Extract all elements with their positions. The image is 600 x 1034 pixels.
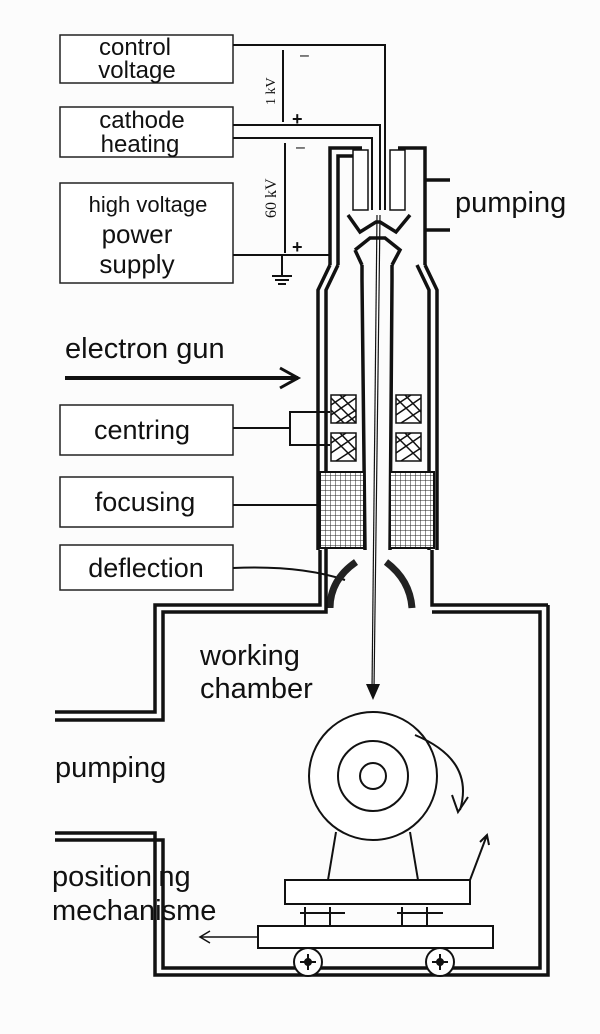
pumping-left-label: pumping — [55, 752, 166, 784]
cathode-heating-box: cathode heating — [59, 106, 234, 158]
centring-label: centring — [94, 415, 190, 445]
focusing-coils — [319, 471, 435, 549]
power-supply-label-3: supply — [99, 249, 174, 279]
deflection-label: deflection — [88, 553, 204, 583]
pumping-top-label: pumping — [455, 187, 566, 219]
plus-sign-1kv: + — [292, 109, 303, 129]
deflection-box: deflection — [59, 544, 234, 591]
working-chamber-label-1: working — [199, 640, 300, 672]
electron-gun-label: electron gun — [65, 333, 225, 365]
electron-gun-arrow-icon — [65, 366, 302, 390]
left-arrow-icon — [198, 930, 258, 944]
minus-sign-1kv: – — [300, 47, 309, 64]
focusing-box: focusing — [59, 476, 234, 528]
centring-coils — [330, 394, 422, 462]
cathode-heating-label-1: cathode — [99, 107, 184, 134]
voltage-1kv-label: 1 kV — [264, 77, 279, 105]
power-supply-label-1: high voltage — [89, 192, 208, 217]
minus-sign-60kv: – — [296, 139, 305, 156]
positioning-label-2: mechanisme — [52, 895, 216, 927]
electron-gun-column — [316, 146, 548, 700]
cathode-heating-label-2: heating — [101, 131, 180, 158]
wiring: – + – + 1 kV 60 kV — [232, 44, 386, 581]
control-voltage-label-1: control — [99, 34, 171, 61]
power-supply-label-2: power — [102, 219, 173, 249]
plus-sign-60kv: + — [292, 237, 303, 257]
focusing-label: focusing — [95, 487, 196, 517]
power-supply-box: high voltage power supply — [59, 182, 234, 284]
rotation-arrow-icon — [414, 734, 469, 815]
centring-box: centring — [59, 404, 234, 456]
control-voltage-label-2: voltage — [98, 57, 175, 84]
voltage-60kv-label: 60 kV — [263, 178, 280, 218]
workpiece — [308, 711, 438, 881]
positioning-table — [257, 832, 494, 977]
control-voltage-box: control voltage — [59, 34, 234, 84]
positioning-label-1: positioning — [52, 861, 191, 893]
working-chamber-label-2: chamber — [200, 673, 313, 705]
working-chamber — [55, 550, 550, 977]
deflection-coils — [326, 559, 416, 609]
